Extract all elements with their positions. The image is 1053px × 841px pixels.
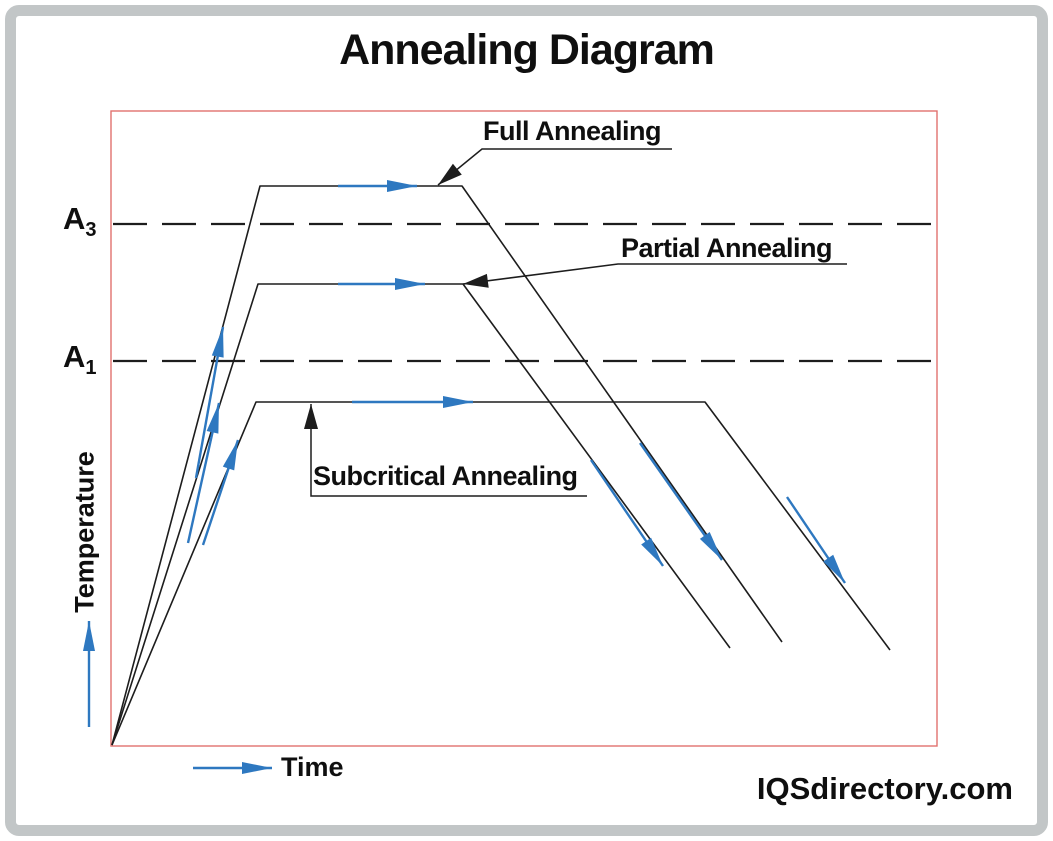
outer-frame: [5, 5, 1048, 836]
full-annealing-label: Full Annealing: [483, 116, 662, 146]
flow-arrow-head-x-axis: [242, 762, 272, 774]
flow-arrow-head-y-axis: [83, 621, 95, 651]
flow-arrow-head-full-hold: [387, 180, 417, 192]
a3-sub: 3: [85, 219, 97, 242]
critical-line-label-a3: A3: [63, 201, 97, 242]
flow-arrow-head-subcritical-hold: [443, 396, 473, 408]
y-axis-label: Temperature: [69, 451, 100, 613]
flow-arrow-head-subcritical-cool: [823, 554, 845, 583]
flow-arrow-head-full-rise: [211, 327, 224, 358]
flow-arrow-head-partial-rise: [206, 403, 219, 434]
critical-line-label-a1: A1: [63, 339, 97, 380]
curve-partial-annealing: [111, 283, 731, 746]
flow-arrow-head-partial-hold: [395, 278, 425, 290]
a1-main: A: [63, 339, 86, 374]
subcritical-annealing-label: Subcritical Annealing: [313, 461, 578, 491]
plot-border: [110, 110, 938, 747]
leader-arrow-head-subcritical-annealing: [304, 404, 318, 429]
curve-subcritical-annealing: [111, 401, 891, 746]
leader-subcritical-annealing: [310, 404, 587, 497]
leader-full-annealing: [437, 148, 672, 186]
x-axis-label: Time: [281, 752, 344, 782]
a3-main: A: [63, 201, 86, 236]
brand-watermark: IQSdirectory.com: [756, 771, 1013, 806]
leader-arrow-head-full-annealing: [438, 163, 462, 185]
page-title: Annealing Diagram: [339, 26, 715, 74]
a1-sub: 1: [85, 357, 97, 380]
flow-arrow-head-subcritical-rise: [222, 440, 238, 471]
partial-annealing-label: Partial Annealing: [621, 233, 833, 263]
leader-arrow-head-partial-annealing: [463, 273, 489, 288]
flow-arrow-head-partial-cool: [641, 537, 663, 566]
leader-partial-annealing: [462, 263, 847, 285]
flow-arrow-head-full-cool: [699, 531, 722, 560]
